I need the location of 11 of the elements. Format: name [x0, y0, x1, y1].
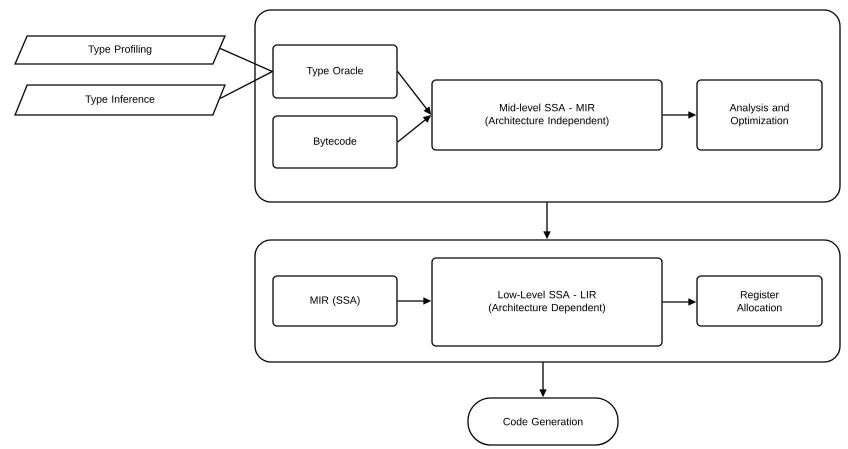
- input-parallelogram: Type Inference: [14, 84, 226, 116]
- group-box: [254, 9, 841, 203]
- input-parallelogram: Type Profiling: [14, 35, 226, 65]
- process-box: Type Oracle: [272, 44, 398, 99]
- process-box: Register Allocation: [696, 275, 823, 327]
- group-box: [254, 239, 841, 363]
- process-box: Mid-level SSA - MIR (Architecture Independent): [431, 79, 663, 151]
- process-box: Bytecode: [272, 115, 398, 169]
- process-box: Analysis and Optimization: [696, 79, 823, 151]
- process-box: Low-Level SSA - LIR (Architecture Dependent): [431, 257, 663, 347]
- process-box: MIR (SSA): [272, 275, 398, 327]
